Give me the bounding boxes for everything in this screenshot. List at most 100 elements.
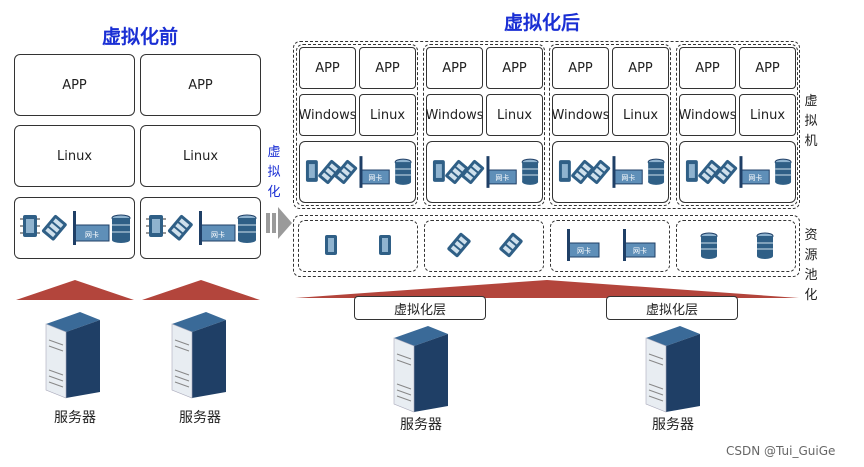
vm-os-cell: Windows (678, 94, 737, 136)
resource-pool-region (293, 215, 800, 277)
disk-icon (647, 158, 665, 185)
vm-hardware-box: 网卡 (552, 141, 669, 203)
vm-os-cell: Windows (298, 94, 357, 136)
memory-icon (41, 215, 67, 241)
hardware-box: 网卡 (140, 197, 261, 259)
vm-cell-label: Linux (749, 107, 786, 123)
vm-cell-label: APP (375, 60, 400, 76)
app-label: APP (188, 77, 213, 93)
arrow-label: 虚拟化 (267, 145, 281, 200)
memory-icon (445, 159, 469, 185)
vm-os-cell: Windows (551, 94, 610, 136)
nic-icon: 网卡 (359, 156, 390, 188)
server-icon (171, 312, 226, 399)
svg-text:网卡: 网卡 (368, 173, 382, 182)
vm-app-cell: APP (359, 47, 416, 89)
vm-side-label: 虚拟机 (804, 94, 818, 149)
hardware-icons: 网卡 (19, 211, 130, 245)
vm-cell-label: Windows (551, 107, 610, 123)
watermark: CSDN @Tui_GuiGe (726, 444, 836, 458)
vm-hardware-box: 网卡 (679, 141, 796, 203)
cpu-icon (685, 160, 698, 182)
svg-text:网卡: 网卡 (633, 246, 647, 255)
memory-icon (318, 159, 342, 185)
vm-app-cell: APP (486, 47, 543, 89)
vm-app-cell: APP (426, 47, 483, 89)
vm-os-cell: Linux (612, 94, 669, 136)
nic-icon: 网卡 (198, 211, 235, 245)
disk-icon (237, 214, 256, 243)
cpu-icon (558, 160, 571, 182)
vm-cell-label: Windows (425, 107, 484, 123)
disk-icon (521, 158, 539, 185)
nic-icon: 网卡 网卡 (567, 229, 656, 261)
vm-cell-label: Linux (369, 107, 406, 123)
cpu-icon (145, 215, 166, 237)
nic-icon: 网卡 (612, 156, 643, 188)
os-label: Linux (56, 148, 93, 164)
vm-os-cell: Linux (486, 94, 543, 136)
cpu-pool (298, 220, 418, 272)
vm-app-cell: APP (679, 47, 736, 89)
hardware-icons: 网卡 (145, 211, 256, 245)
disk-icon (774, 158, 792, 185)
memory-icon (461, 159, 485, 185)
server-icon (393, 326, 448, 413)
base-triangles (16, 280, 260, 300)
svg-text:网卡: 网卡 (748, 173, 762, 182)
memory-icon (167, 215, 193, 241)
right-arrow-icon (266, 207, 292, 239)
app-label: APP (62, 77, 87, 93)
svg-text:网卡: 网卡 (85, 230, 99, 239)
nic-icon: 网卡 (72, 211, 109, 245)
vm-region (293, 41, 800, 209)
memory-icon (587, 159, 611, 185)
server-icon (45, 312, 100, 399)
server-label: 服务器 (400, 417, 442, 433)
disk-icon (394, 158, 412, 185)
os-label: Linux (182, 148, 219, 164)
vm-cell-label: Linux (622, 107, 659, 123)
vm-cell-label: APP (568, 60, 593, 76)
vm-cell-label: Windows (298, 107, 357, 123)
vm-os-cell: Windows (425, 94, 484, 136)
vm-group (549, 44, 671, 206)
cpu-icon (432, 160, 445, 182)
disk-pool (676, 220, 796, 272)
virtualization-layer-label: 虚拟化层 (606, 296, 738, 320)
cpu-icon (19, 215, 40, 237)
svg-text:网卡: 网卡 (211, 230, 225, 239)
cpu-icon (305, 160, 318, 182)
vm-cell-label: APP (628, 60, 653, 76)
vm-cell-label: Windows (678, 107, 737, 123)
nic-icon: 网卡 (739, 156, 770, 188)
virtualization-base-triangle (295, 280, 799, 298)
vm-cell-label: APP (315, 60, 340, 76)
server-label: 服务器 (54, 410, 96, 426)
before-title: 虚拟化前 (102, 26, 179, 48)
vm-os-cell: Linux (739, 94, 796, 136)
vm-cell-label: APP (442, 60, 467, 76)
memory-icon (571, 159, 595, 185)
disk-icon (111, 214, 130, 243)
memory-icon (334, 159, 358, 185)
vm-cell-label: APP (695, 60, 720, 76)
vm-app-cell: APP (552, 47, 609, 89)
vm-group (676, 44, 798, 206)
nic-icon: 网卡 (486, 156, 517, 188)
after-title: 虚拟化后 (504, 12, 581, 34)
vm-cell-label: APP (755, 60, 780, 76)
vm-group (423, 44, 545, 206)
disk-icon (700, 232, 774, 259)
svg-text:网卡: 网卡 (577, 246, 591, 255)
vm-hardware-box: 网卡 (426, 141, 543, 203)
vm-cell-label: APP (502, 60, 527, 76)
vm-group (296, 44, 418, 206)
pool-side-label: 资源池化 (804, 228, 818, 303)
memory-pool (424, 220, 544, 272)
svg-text:网卡: 网卡 (621, 173, 635, 182)
vm-app-cell: APP (739, 47, 796, 89)
app-box: APP (14, 54, 135, 116)
vm-os-cell: Linux (359, 94, 416, 136)
nic-pool: 网卡 网卡 (550, 220, 670, 272)
